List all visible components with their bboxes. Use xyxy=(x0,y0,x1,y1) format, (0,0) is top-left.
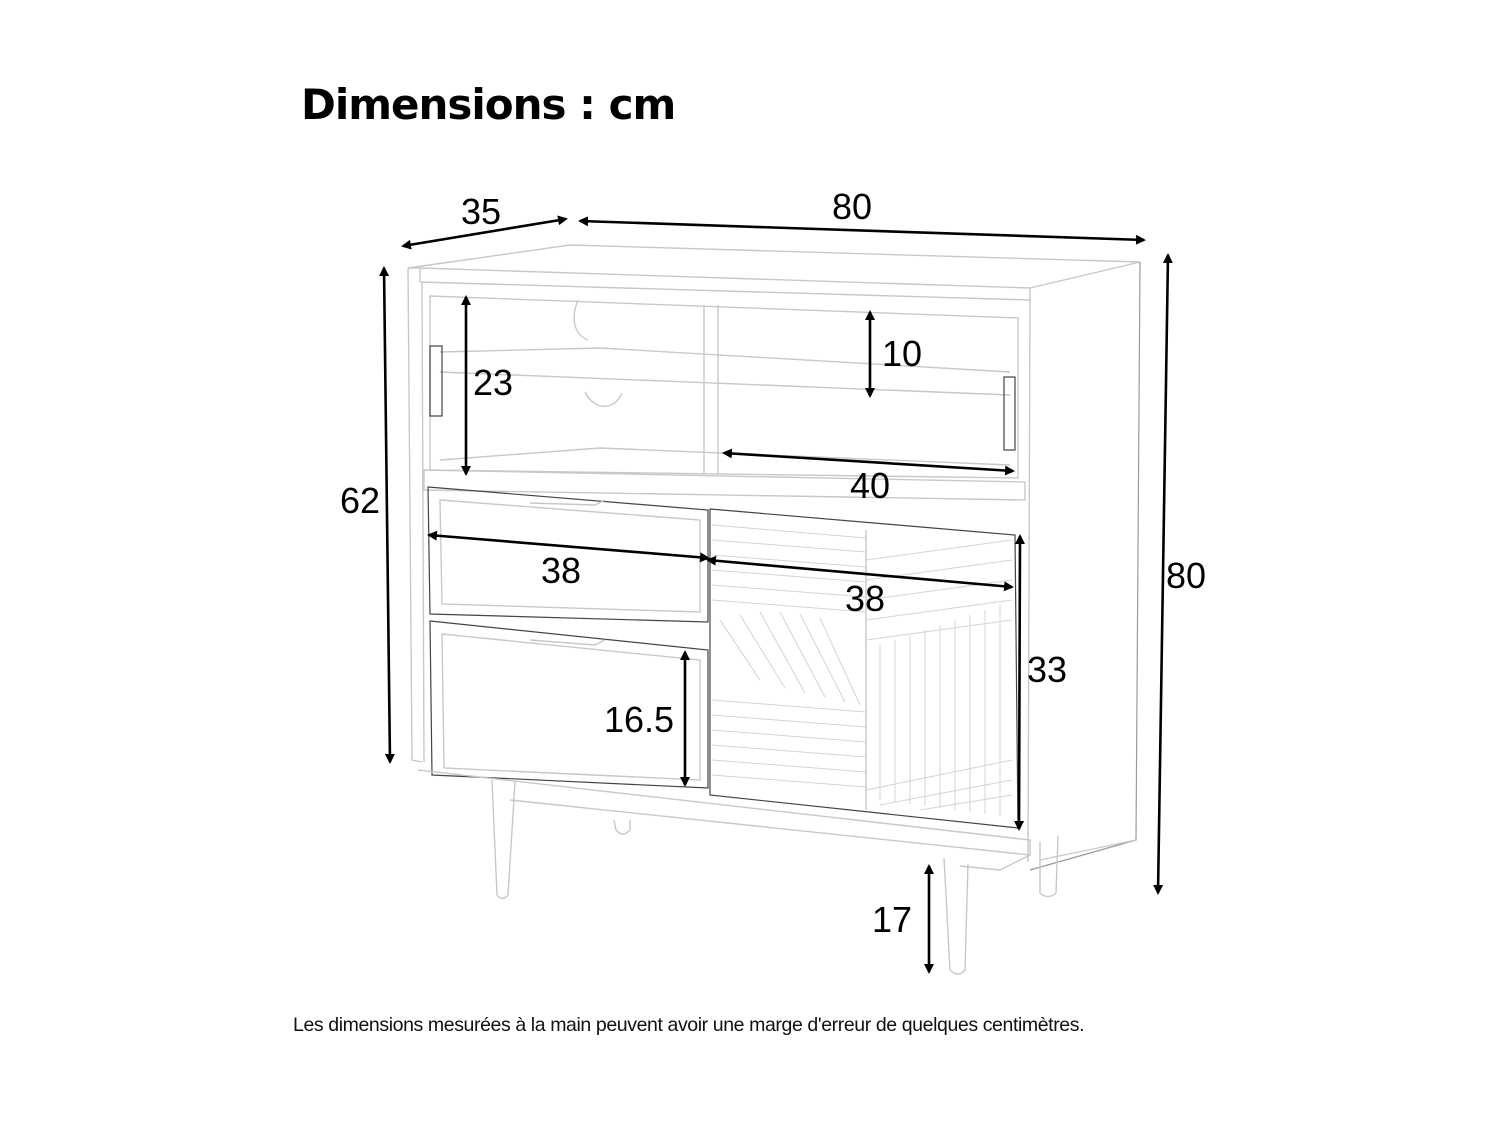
total-height-arrow xyxy=(1153,253,1173,895)
shelf-gap-label: 10 xyxy=(882,333,922,374)
width-label: 80 xyxy=(832,186,872,227)
total-height-label: 80 xyxy=(1166,555,1206,596)
dimension-labels: 35 80 62 80 23 10 40 38 38 33 16.5 17 xyxy=(340,186,1206,940)
door-width-arrow xyxy=(706,555,1014,592)
depth-label: 35 xyxy=(461,191,501,232)
leg-height-label: 17 xyxy=(872,899,912,940)
cabinet-drawing xyxy=(407,244,1141,975)
measurement-disclaimer: Les dimensions mesurées à la main peuven… xyxy=(293,1014,1085,1036)
body-height-arrow xyxy=(379,266,395,764)
body-height-label: 62 xyxy=(340,480,380,521)
page-title: Dimensions : cm xyxy=(301,80,676,129)
upper-width-arrow xyxy=(722,448,1015,476)
depth-arrow xyxy=(401,215,568,250)
upper-width-label: 40 xyxy=(850,465,890,506)
drawer-width-label: 38 xyxy=(541,550,581,591)
door-width-label: 38 xyxy=(845,578,885,619)
width-arrow xyxy=(578,216,1146,245)
door-texture xyxy=(711,524,1013,816)
drawer-height-label: 16.5 xyxy=(604,699,674,740)
drawer-width-arrow xyxy=(427,530,710,563)
door-height-arrow xyxy=(1014,534,1025,831)
dimension-lines xyxy=(379,215,1173,974)
upper-compartment-height-label: 23 xyxy=(473,362,513,403)
door-height-label: 33 xyxy=(1027,649,1067,690)
